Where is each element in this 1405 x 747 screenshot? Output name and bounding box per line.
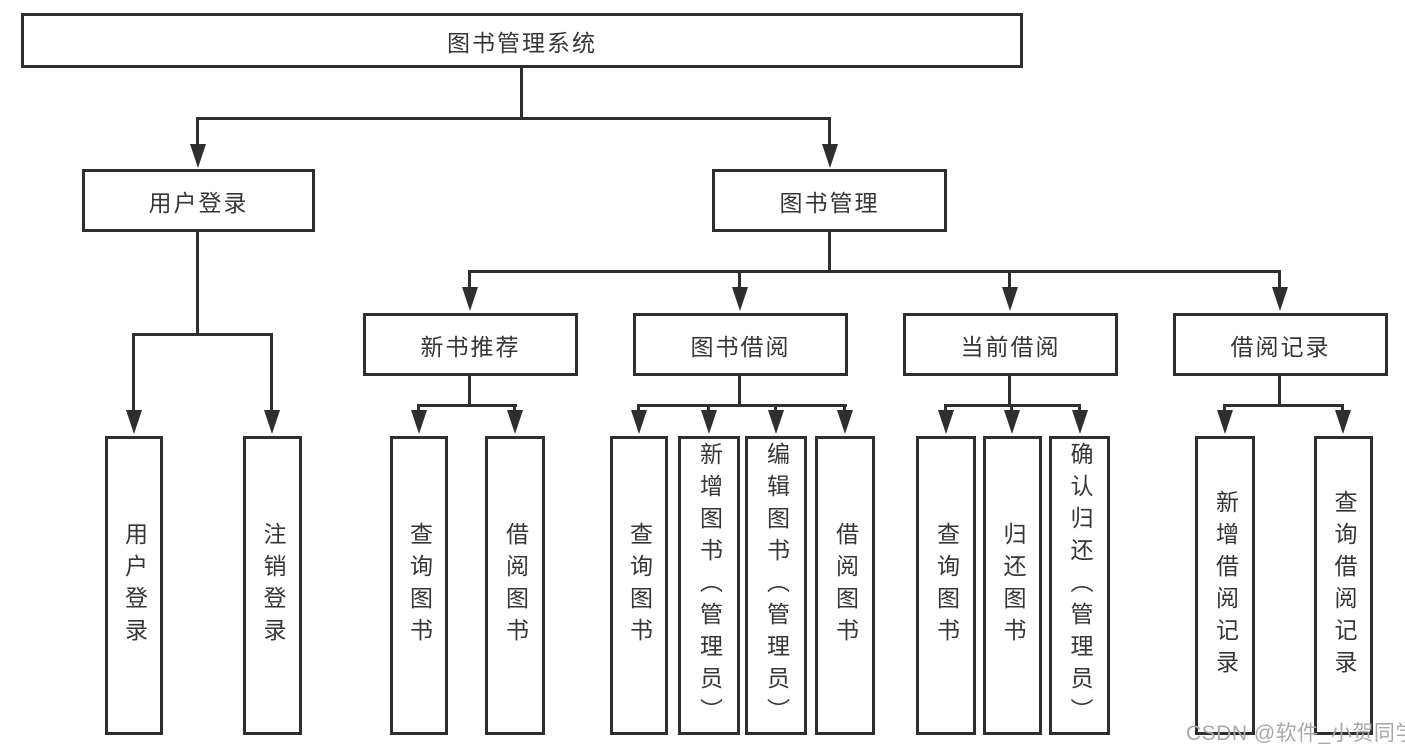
node-label: 新书推荐: [420, 333, 521, 360]
connector-line: [132, 333, 273, 336]
connector-line: [828, 232, 831, 272]
arrow-down-icon: [126, 410, 142, 434]
node-book-management: 图书管理: [712, 169, 947, 232]
arrow-down-icon: [1272, 287, 1288, 311]
leaf-return-books: 归还图书: [983, 436, 1042, 735]
connector-line: [1278, 272, 1281, 290]
leaf-add-book-admin: 新增图书（管理员）: [678, 436, 740, 735]
arrow-down-icon: [411, 410, 427, 434]
arrow-down-icon: [1335, 410, 1351, 434]
leaf-logout: 注销登录: [243, 436, 302, 735]
node-label: 图书管理系统: [447, 29, 597, 56]
arrow-down-icon: [938, 410, 954, 434]
leaf-confirm-return-admin: 确认归还（管理员）: [1049, 436, 1110, 735]
arrow-down-icon: [1004, 410, 1020, 434]
arrow-down-icon: [631, 410, 647, 434]
leaf-edit-book-admin: 编辑图书（管理员）: [745, 436, 807, 735]
arrow-down-icon: [1002, 287, 1018, 311]
node-label: 查询图书: [626, 521, 653, 650]
node-label: 借阅图书: [502, 521, 529, 650]
arrow-down-icon: [837, 410, 853, 434]
connector-line: [468, 272, 471, 290]
connector-line: [468, 270, 1281, 273]
node-label: 确认归还（管理员）: [1067, 441, 1093, 730]
connector-line: [828, 119, 831, 147]
connector-line: [468, 376, 471, 406]
connector-line: [132, 335, 135, 413]
connector-line: [738, 272, 741, 290]
arrow-down-icon: [1072, 410, 1088, 434]
connector-line: [196, 119, 199, 147]
node-label: 新增图书（管理员）: [696, 441, 723, 730]
arrow-down-icon: [1217, 410, 1233, 434]
arrow-down-icon: [264, 410, 280, 434]
node-borrow-records: 借阅记录: [1173, 313, 1388, 376]
node-label: 用户登录: [121, 521, 148, 650]
node-root-library-management-system: 图书管理系统: [21, 13, 1023, 68]
arrow-down-icon: [732, 287, 748, 311]
arrow-down-icon: [462, 287, 478, 311]
node-label: 查询图书: [406, 521, 433, 650]
connector-line: [1008, 376, 1011, 406]
node-current-borrowing: 当前借阅: [903, 313, 1118, 376]
connector-line: [1008, 272, 1011, 290]
node-label: 图书管理: [779, 189, 880, 216]
node-label: 借阅图书: [832, 521, 859, 650]
connector-line: [520, 68, 523, 119]
node-label: 查询借阅记录: [1331, 489, 1357, 682]
csdn-watermark: CSDN @软件_小贺同学: [1186, 722, 1405, 745]
connector-line: [1278, 376, 1281, 406]
node-label: 归还图书: [1000, 521, 1026, 650]
connector-line: [417, 404, 517, 407]
connector-line: [637, 404, 847, 407]
leaf-borrow-books: 借阅图书: [815, 436, 875, 735]
leaf-query-books-recommend: 查询图书: [390, 436, 448, 735]
node-label: 编辑图书（管理员）: [763, 441, 790, 730]
node-label: 图书借阅: [690, 333, 791, 360]
leaf-borrow-books-recommend: 借阅图书: [485, 436, 545, 735]
node-label: 当前借阅: [960, 333, 1061, 360]
leaf-query-borrow-record: 查询借阅记录: [1314, 436, 1373, 735]
arrow-down-icon: [701, 410, 717, 434]
connector-line: [1223, 404, 1344, 407]
arrow-down-icon: [507, 410, 523, 434]
node-label: 查询图书: [933, 521, 960, 650]
node-book-borrowing: 图书借阅: [633, 313, 848, 376]
leaf-add-borrow-record: 新增借阅记录: [1195, 436, 1255, 735]
leaf-query-books-borrowing: 查询图书: [610, 436, 668, 735]
arrow-down-icon: [190, 144, 206, 168]
node-label: 新增借阅记录: [1212, 489, 1239, 682]
connector-line: [196, 117, 831, 120]
node-user-login: 用户登录: [82, 169, 315, 232]
connector-line: [270, 335, 273, 413]
leaf-query-books-current: 查询图书: [916, 436, 976, 735]
node-label: 借阅记录: [1230, 333, 1331, 360]
leaf-user-login: 用户登录: [105, 436, 163, 735]
arrow-down-icon: [822, 144, 838, 168]
node-label: 注销登录: [260, 521, 286, 650]
node-label: 用户登录: [148, 189, 249, 216]
arrow-down-icon: [768, 410, 784, 434]
connector-line: [738, 376, 741, 406]
connector-line: [196, 232, 199, 335]
connector-line: [944, 404, 1081, 407]
node-new-book-recommendation: 新书推荐: [363, 313, 578, 376]
